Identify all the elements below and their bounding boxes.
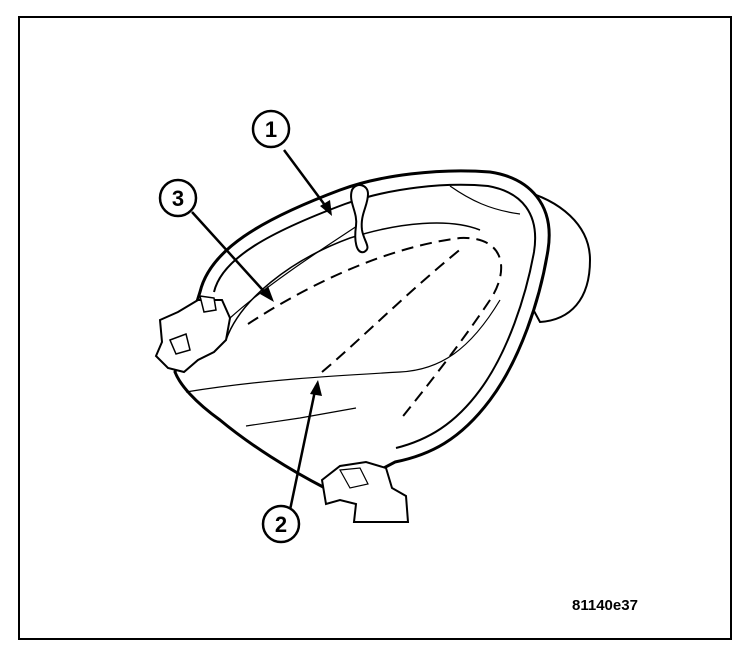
cushion-inner-trim: [213, 183, 537, 449]
front-mount-bracket: [154, 299, 232, 374]
heater-element-outline: [247, 236, 503, 421]
cushion-outer-shell: [173, 169, 551, 490]
callout-3-circle: [158, 178, 198, 218]
callout-2-arrowhead: [310, 380, 322, 396]
heater-element-centerline: [321, 247, 463, 373]
callout-2-circle: [261, 504, 301, 544]
foam-top-surface: [225, 222, 481, 341]
callout-1-leader: [282, 149, 332, 213]
callout-3-leader: [191, 211, 271, 299]
rear-mount-bracket: [320, 460, 410, 523]
callout-1-number: 1: [265, 117, 277, 142]
rear-mount-detail: [339, 467, 369, 489]
callout-3-number: 3: [172, 186, 184, 211]
callout-3-arrowhead: [260, 286, 274, 302]
figure-id-label: 81140e37: [572, 597, 638, 614]
callout-2-number: 2: [275, 512, 287, 537]
front-bracket-detail: [169, 295, 217, 355]
callout-1-arrowhead: [320, 200, 332, 216]
cushion-lower-crease: [245, 407, 357, 427]
cushion-rear-crease: [449, 185, 521, 215]
callout-2-leader: [288, 385, 318, 511]
cover-seam-upper: [229, 223, 361, 319]
retainer-clip: [350, 184, 370, 254]
cover-fold-line: [185, 299, 501, 393]
callout-1-circle: [251, 109, 291, 149]
